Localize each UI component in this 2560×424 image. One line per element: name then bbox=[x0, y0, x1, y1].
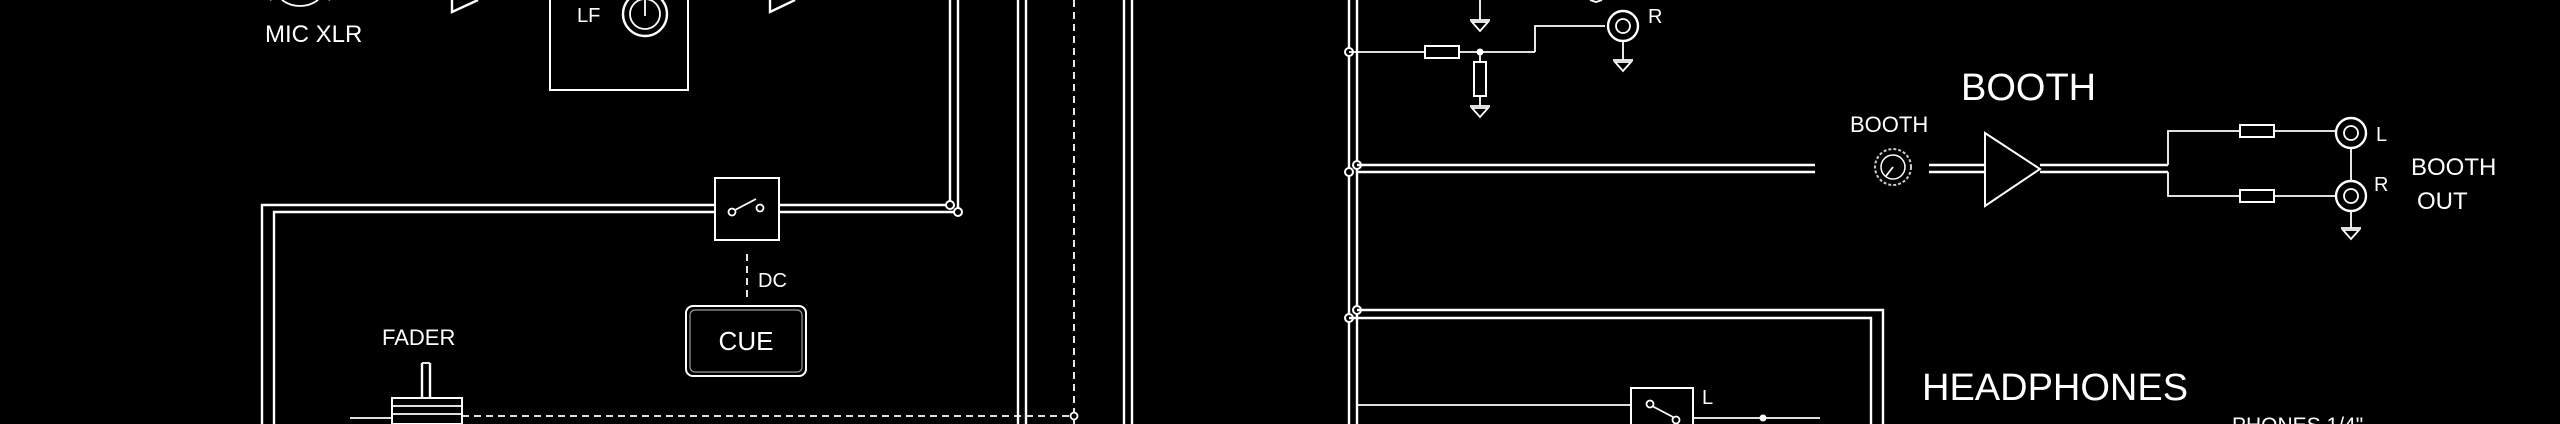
booth-r-label: R bbox=[2374, 174, 2388, 196]
cue-label: CUE bbox=[719, 326, 774, 356]
booth-wires bbox=[1357, 163, 2168, 174]
headphones-switch-icon bbox=[1630, 387, 1694, 424]
mic-xlr-jack bbox=[270, 0, 330, 7]
booth-out-label-1: BOOTH bbox=[2411, 154, 2496, 181]
booth-knob-label: BOOTH bbox=[1850, 112, 1928, 137]
booth-amp-triangle bbox=[1984, 131, 2042, 208]
cue-button: CUE bbox=[685, 305, 807, 377]
headphones-title: HEADPHONES bbox=[1922, 367, 2188, 409]
booth-out-label-2: OUT bbox=[2417, 188, 2468, 215]
top-attenuator bbox=[1349, 0, 1605, 119]
cue-switch-icon bbox=[714, 177, 780, 241]
booth-l-label: L bbox=[2376, 124, 2387, 146]
mic-preamp-triangle bbox=[450, 0, 479, 14]
fader-icon bbox=[391, 362, 463, 424]
right-buses bbox=[1344, 0, 1362, 424]
booth-l-jack-icon bbox=[2334, 116, 2368, 180]
shunt-resistor-icon bbox=[1473, 61, 1487, 97]
top-resistor-icon bbox=[1424, 45, 1460, 59]
booth-r-resistor-icon bbox=[2239, 189, 2275, 203]
booth-out-split bbox=[2167, 124, 2335, 203]
eq-out-amp-triangle bbox=[768, 0, 796, 14]
mic-xlr-label: MIC XLR bbox=[265, 21, 362, 48]
booth-l-resistor-icon bbox=[2239, 124, 2275, 138]
booth-r-jack-icon bbox=[2334, 179, 2368, 241]
booth-title: BOOTH bbox=[1961, 67, 2096, 109]
r-output-jack-icon bbox=[1606, 9, 1640, 73]
lf-knob-icon bbox=[621, 0, 669, 38]
r-top-label: R bbox=[1648, 6, 1662, 28]
headphones-wires bbox=[1349, 308, 1885, 424]
fader-label: FADER bbox=[382, 325, 455, 350]
vertical-buses bbox=[948, 0, 1134, 424]
dc-label: DC bbox=[758, 270, 787, 292]
booth-knob-icon bbox=[1874, 148, 1912, 186]
phones-jack-label: PHONES 1/4" bbox=[2232, 414, 2363, 424]
headphones-l-label: L bbox=[1702, 387, 1713, 409]
lf-eq-block: LF bbox=[549, 0, 689, 91]
lf-label: LF bbox=[577, 5, 600, 27]
cue-routing-wires bbox=[260, 200, 963, 424]
